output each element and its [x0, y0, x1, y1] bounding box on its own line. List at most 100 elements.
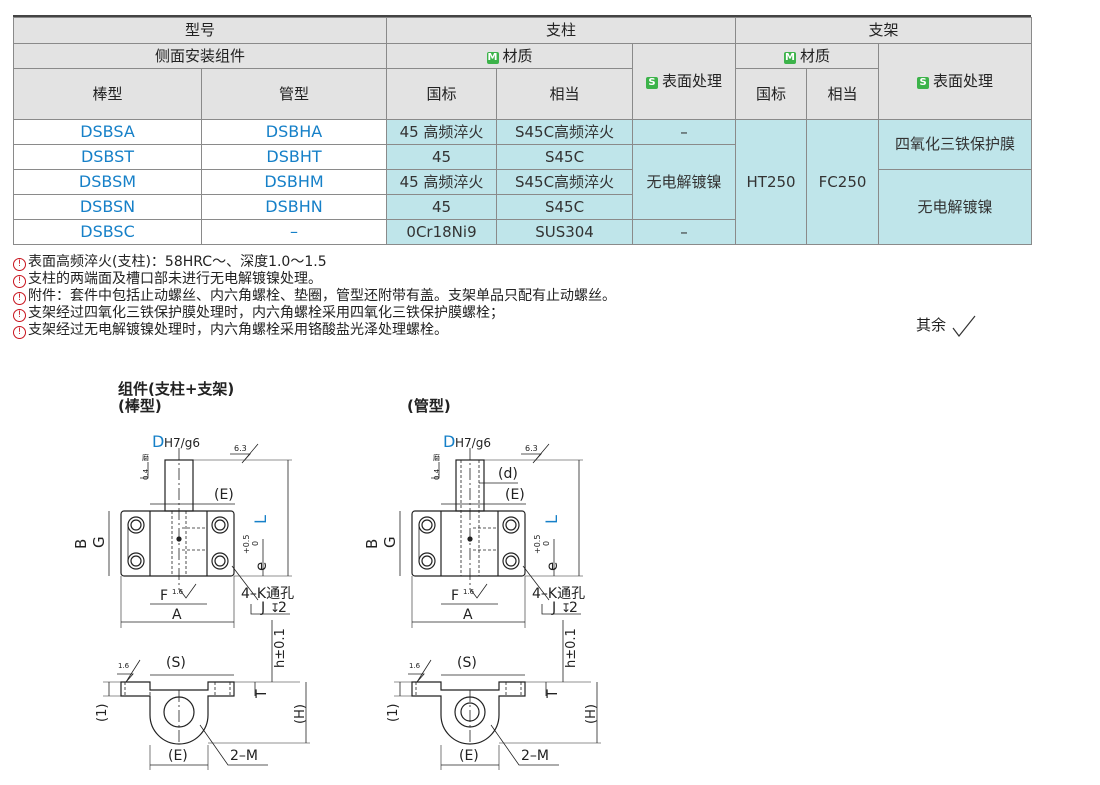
- rod-code[interactable]: DSBST: [13, 144, 202, 170]
- tube-grind-label: 磨: [433, 453, 440, 462]
- table-top-rule: [13, 15, 1031, 17]
- rod-M-label: 2–M: [230, 748, 258, 764]
- note-line: !支架经过无电解镀镍处理时，内六角螺栓采用铬酸盐光泽处理螺栓。: [13, 322, 616, 339]
- note-line: !附件：套件中包括止动螺丝、内六角螺栓、垫圈，管型还附带有盖。支架单品只配有止动…: [13, 288, 616, 305]
- post-gb: 45: [386, 144, 498, 170]
- post-gb: 45 高频淬火: [386, 169, 498, 195]
- rod-roughness-16b: 1.6: [118, 662, 130, 670]
- bracket-surface-b: 无电解镀镍: [878, 169, 1033, 245]
- tube-A-label: A: [463, 607, 473, 623]
- rod-A-label: A: [172, 607, 182, 623]
- tube-J-depth: 2: [569, 600, 578, 616]
- tube-h-label: h±0.1: [564, 628, 579, 668]
- tube-T-label: T: [545, 689, 561, 699]
- hdr-bracket-gb: 国标: [735, 68, 808, 120]
- tube-top-view: [399, 443, 583, 628]
- tube-fit-label: H7/g6: [455, 436, 491, 450]
- tube-J-label: J: [551, 600, 556, 616]
- rod-L-label: L: [251, 515, 270, 524]
- tube-e-tol-bot: 0: [542, 541, 551, 546]
- table-row: DSBSA DSBHA 45 高频淬火 S45C高频淬火 – HT250 FC2…: [13, 119, 1033, 245]
- rod-J-label: J: [260, 600, 265, 616]
- table-row: DSBSN DSBHN 45 S45C: [13, 194, 1032, 220]
- notes: !表面高频淬火(支柱)：58HRC～、深度1.0～1.5 !支柱的两端面及槽口部…: [13, 254, 616, 339]
- tube-M-label: 2–M: [521, 748, 549, 764]
- rod-H-label: (H): [293, 704, 308, 724]
- rod-E-label: (E): [214, 487, 234, 503]
- rod-e-tol-top: +0.5: [242, 535, 251, 554]
- rod-fit-label: H7/g6: [164, 436, 200, 450]
- rod-S-label: (S): [166, 655, 186, 671]
- rod-G-label: G: [90, 536, 108, 548]
- rod-J-depth: 2: [278, 600, 287, 616]
- rod-E2-label: (E): [168, 748, 188, 764]
- tube-G-label: G: [381, 536, 399, 548]
- table-row: DSBST DSBHT 45 S45C 无电解镀镍: [13, 144, 1032, 220]
- rod-h-label: h±0.1: [273, 628, 288, 668]
- rod-title: 组件(支柱+支架)(棒型): [118, 380, 235, 415]
- tube-depth-icon: ↧: [561, 601, 571, 615]
- tube-K-label: 4–K通孔: [532, 586, 585, 602]
- rod-D-label: D: [152, 432, 164, 451]
- bracket-eq: FC250: [806, 119, 880, 245]
- hdr-tube: 管型: [200, 68, 388, 120]
- rod-code[interactable]: DSBSN: [13, 194, 202, 220]
- hdr-side-kit: 侧面安装组件: [12, 43, 388, 69]
- surface-icon: S: [646, 77, 659, 90]
- warning-icon: !: [13, 292, 26, 305]
- rod-roughness-63: 6.3: [234, 444, 247, 453]
- tube-D-label: D: [443, 432, 455, 451]
- rod-B-label: B: [72, 539, 90, 549]
- tube-code[interactable]: DSBHT: [200, 144, 388, 170]
- tube-roughness-63: 6.3: [525, 444, 538, 453]
- rod-depth-icon: ↧: [270, 601, 280, 615]
- roughness-check-icon: [952, 315, 976, 337]
- post-eq: S45C: [496, 194, 634, 220]
- bracket-gb: HT250: [735, 119, 808, 245]
- tube-roughness-04: 0.4: [433, 468, 441, 480]
- tube-e-tol-top: +0.5: [533, 535, 542, 554]
- surface-icon: S: [917, 77, 930, 90]
- rod-top-view: [108, 443, 292, 628]
- tube-d-label: (d): [498, 466, 518, 482]
- warning-icon: !: [13, 326, 26, 339]
- tube-roughness-16b: 1.6: [409, 662, 421, 670]
- hdr-bracket: 支架: [735, 17, 1033, 44]
- hdr-post-gb: 国标: [386, 68, 498, 120]
- warning-icon: !: [13, 275, 26, 288]
- tube-code[interactable]: DSBHN: [200, 194, 388, 220]
- rod-roughness-16a: 1.6: [172, 588, 184, 596]
- post-gb: 0Cr18Ni9: [386, 219, 498, 245]
- rod-e-label: e: [252, 562, 270, 571]
- hdr-model: 型号: [12, 17, 388, 44]
- rod-F-label: F: [160, 588, 168, 604]
- tube-B-label: B: [363, 539, 381, 549]
- tube-code[interactable]: DSBHM: [200, 169, 388, 195]
- tube-e-label: e: [543, 562, 561, 571]
- material-icon: M: [784, 51, 797, 64]
- post-surface: –: [632, 219, 737, 245]
- rod-side-view: [103, 620, 310, 770]
- post-eq: SUS304: [496, 219, 634, 245]
- rod-K-label: 4–K通孔: [241, 586, 294, 602]
- tube-E-label: (E): [505, 487, 525, 503]
- rod-grind-label: 磨: [142, 453, 149, 462]
- warning-icon: !: [13, 258, 26, 271]
- hdr-post-eq: 相当: [496, 68, 634, 120]
- material-icon: M: [486, 51, 499, 64]
- post-eq: S45C高频淬火: [496, 119, 634, 145]
- tube-H-label: (H): [584, 704, 599, 724]
- tube-S-label: (S): [457, 655, 477, 671]
- qiyu-label: 其余: [916, 316, 947, 334]
- rod-code[interactable]: DSBSC: [13, 219, 202, 245]
- hdr-post: 支柱: [386, 17, 737, 44]
- tube-code: –: [200, 219, 388, 245]
- general-roughness: 其余: [916, 314, 977, 338]
- tube-roughness-16a: 1.6: [463, 588, 475, 596]
- warning-icon: !: [13, 309, 26, 322]
- tube-F-label: F: [451, 588, 459, 604]
